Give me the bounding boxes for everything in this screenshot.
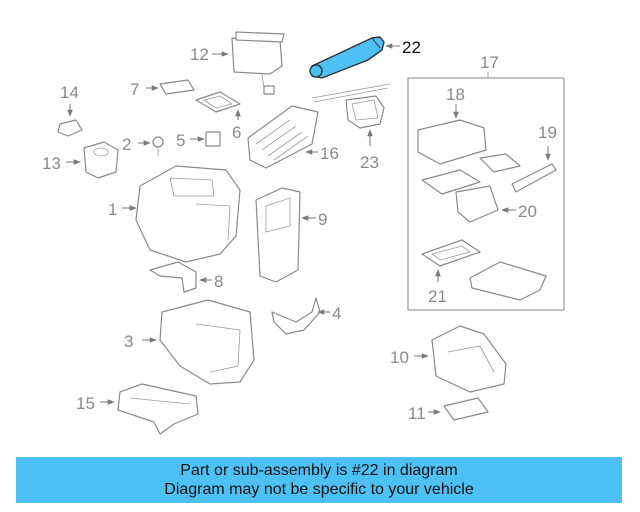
part-21: 21 [421, 239, 547, 306]
part-14: 14 [57, 83, 83, 137]
label-23: 23 [360, 153, 379, 172]
label-9: 9 [318, 210, 327, 229]
label-15: 15 [76, 394, 95, 413]
info-banner: Part or sub-assembly is #22 in diagram D… [16, 457, 622, 503]
label-18: 18 [446, 85, 465, 104]
label-6: 6 [232, 123, 241, 142]
part-6: 6 [195, 91, 241, 142]
label-5: 5 [176, 131, 185, 150]
parts-diagram: 22 12 14 7 6 5 2 [42, 31, 565, 435]
part-4: 4 [271, 297, 341, 335]
label-14: 14 [60, 83, 79, 102]
label-8: 8 [214, 272, 223, 291]
label-11: 11 [408, 404, 426, 423]
part-18: 18 [417, 85, 487, 165]
part-8: 8 [149, 261, 223, 293]
part-11: 11 [408, 397, 489, 423]
label-20: 20 [518, 202, 537, 221]
part-22-highlighted[interactable]: 22 [309, 36, 421, 79]
label-17: 17 [480, 53, 499, 72]
part-23: 23 [311, 83, 391, 172]
part-2: 2 [122, 135, 164, 156]
part-19: 19 [479, 123, 557, 193]
label-10: 10 [390, 348, 409, 367]
label-4: 4 [332, 304, 341, 323]
banner-line-1: Part or sub-assembly is #22 in diagram [180, 462, 458, 479]
banner-line-2: Diagram may not be specific to your vehi… [164, 481, 474, 498]
label-12: 12 [190, 45, 209, 64]
part-9: 9 [255, 187, 327, 283]
label-19: 19 [538, 123, 557, 142]
label-22: 22 [402, 38, 421, 57]
part-10: 10 [390, 325, 507, 393]
part-5: 5 [176, 131, 221, 150]
part-20: 20 [421, 169, 537, 223]
part-16: 16 [247, 105, 339, 169]
label-7: 7 [130, 80, 139, 99]
label-2: 2 [122, 135, 131, 154]
part-13: 13 [42, 141, 119, 179]
label-16: 16 [320, 144, 339, 163]
label-1: 1 [108, 200, 117, 219]
part-17-group: 17 [407, 53, 565, 311]
label-21: 21 [428, 287, 447, 306]
part-15: 15 [76, 383, 199, 435]
label-3: 3 [124, 332, 133, 351]
part-3: 3 [124, 299, 255, 385]
label-13: 13 [42, 154, 61, 173]
part-7: 7 [130, 79, 195, 99]
part-1: 1 [108, 165, 241, 263]
part-12: 12 [190, 31, 285, 95]
